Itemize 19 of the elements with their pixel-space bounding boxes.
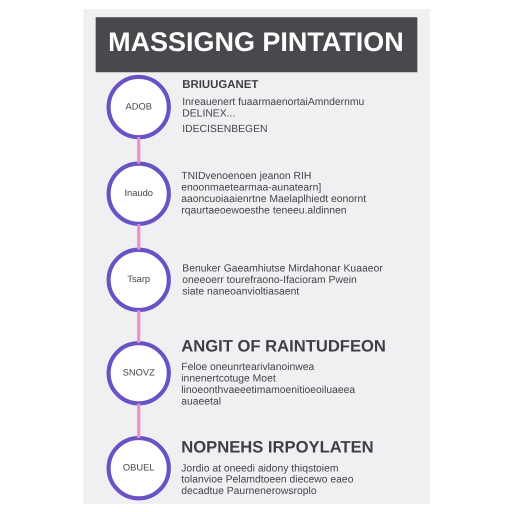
node-label: IDECISENBEGEN: [182, 123, 268, 134]
node-circle: OBUEL: [106, 436, 170, 500]
node-label: ANGIT OF RAINTUDFEON: [180, 336, 386, 355]
node-label: Feloe oneunrtearivlanoinwea innenertcotuge Moet linoeonthvaeeetimamoenitioeoiluaeea auaeetal: [180, 362, 355, 407]
diagram-title: MASSIGNG PINTATION: [108, 26, 404, 56]
connector: [136, 310, 140, 342]
connector: [136, 403, 140, 438]
node-label: Benuker Gaeamhiutse Mirdahonar Kuaaeor oneeoerr tourefraono-Ifacioram Pwein siate naneoanvioltiasaent: [182, 263, 382, 297]
connector: [136, 224, 140, 250]
node-circle: Tsarp: [106, 247, 170, 312]
node-label: Jordio at oneedi aidony thiqstoiem tolanvioe Pelamdtoeen diecewo eaeo decadtue Paurnenerowsroplo: [180, 462, 353, 497]
node-label: Inreauenert fuaarmaenortaiAmndernmu DELINEX...: [182, 96, 364, 119]
connector: [136, 136, 140, 164]
node-circle: SNOVZ: [106, 340, 170, 405]
node-circle: Inaudo: [106, 161, 170, 226]
node-circle: ADOB: [106, 74, 170, 139]
node-label: NOPNEHS IRPOYLATEN: [180, 436, 374, 456]
node-label: TNIDvenoenoen jeanon RIH enoonmaetearmaa-aunatearn] aaoncuoiaaienrtne Maelaplhiedt eonornt rqaurtaeoewoesthe teneeu.aldinnen: [180, 170, 366, 216]
node-label: BRIUUGANET: [182, 78, 258, 91]
